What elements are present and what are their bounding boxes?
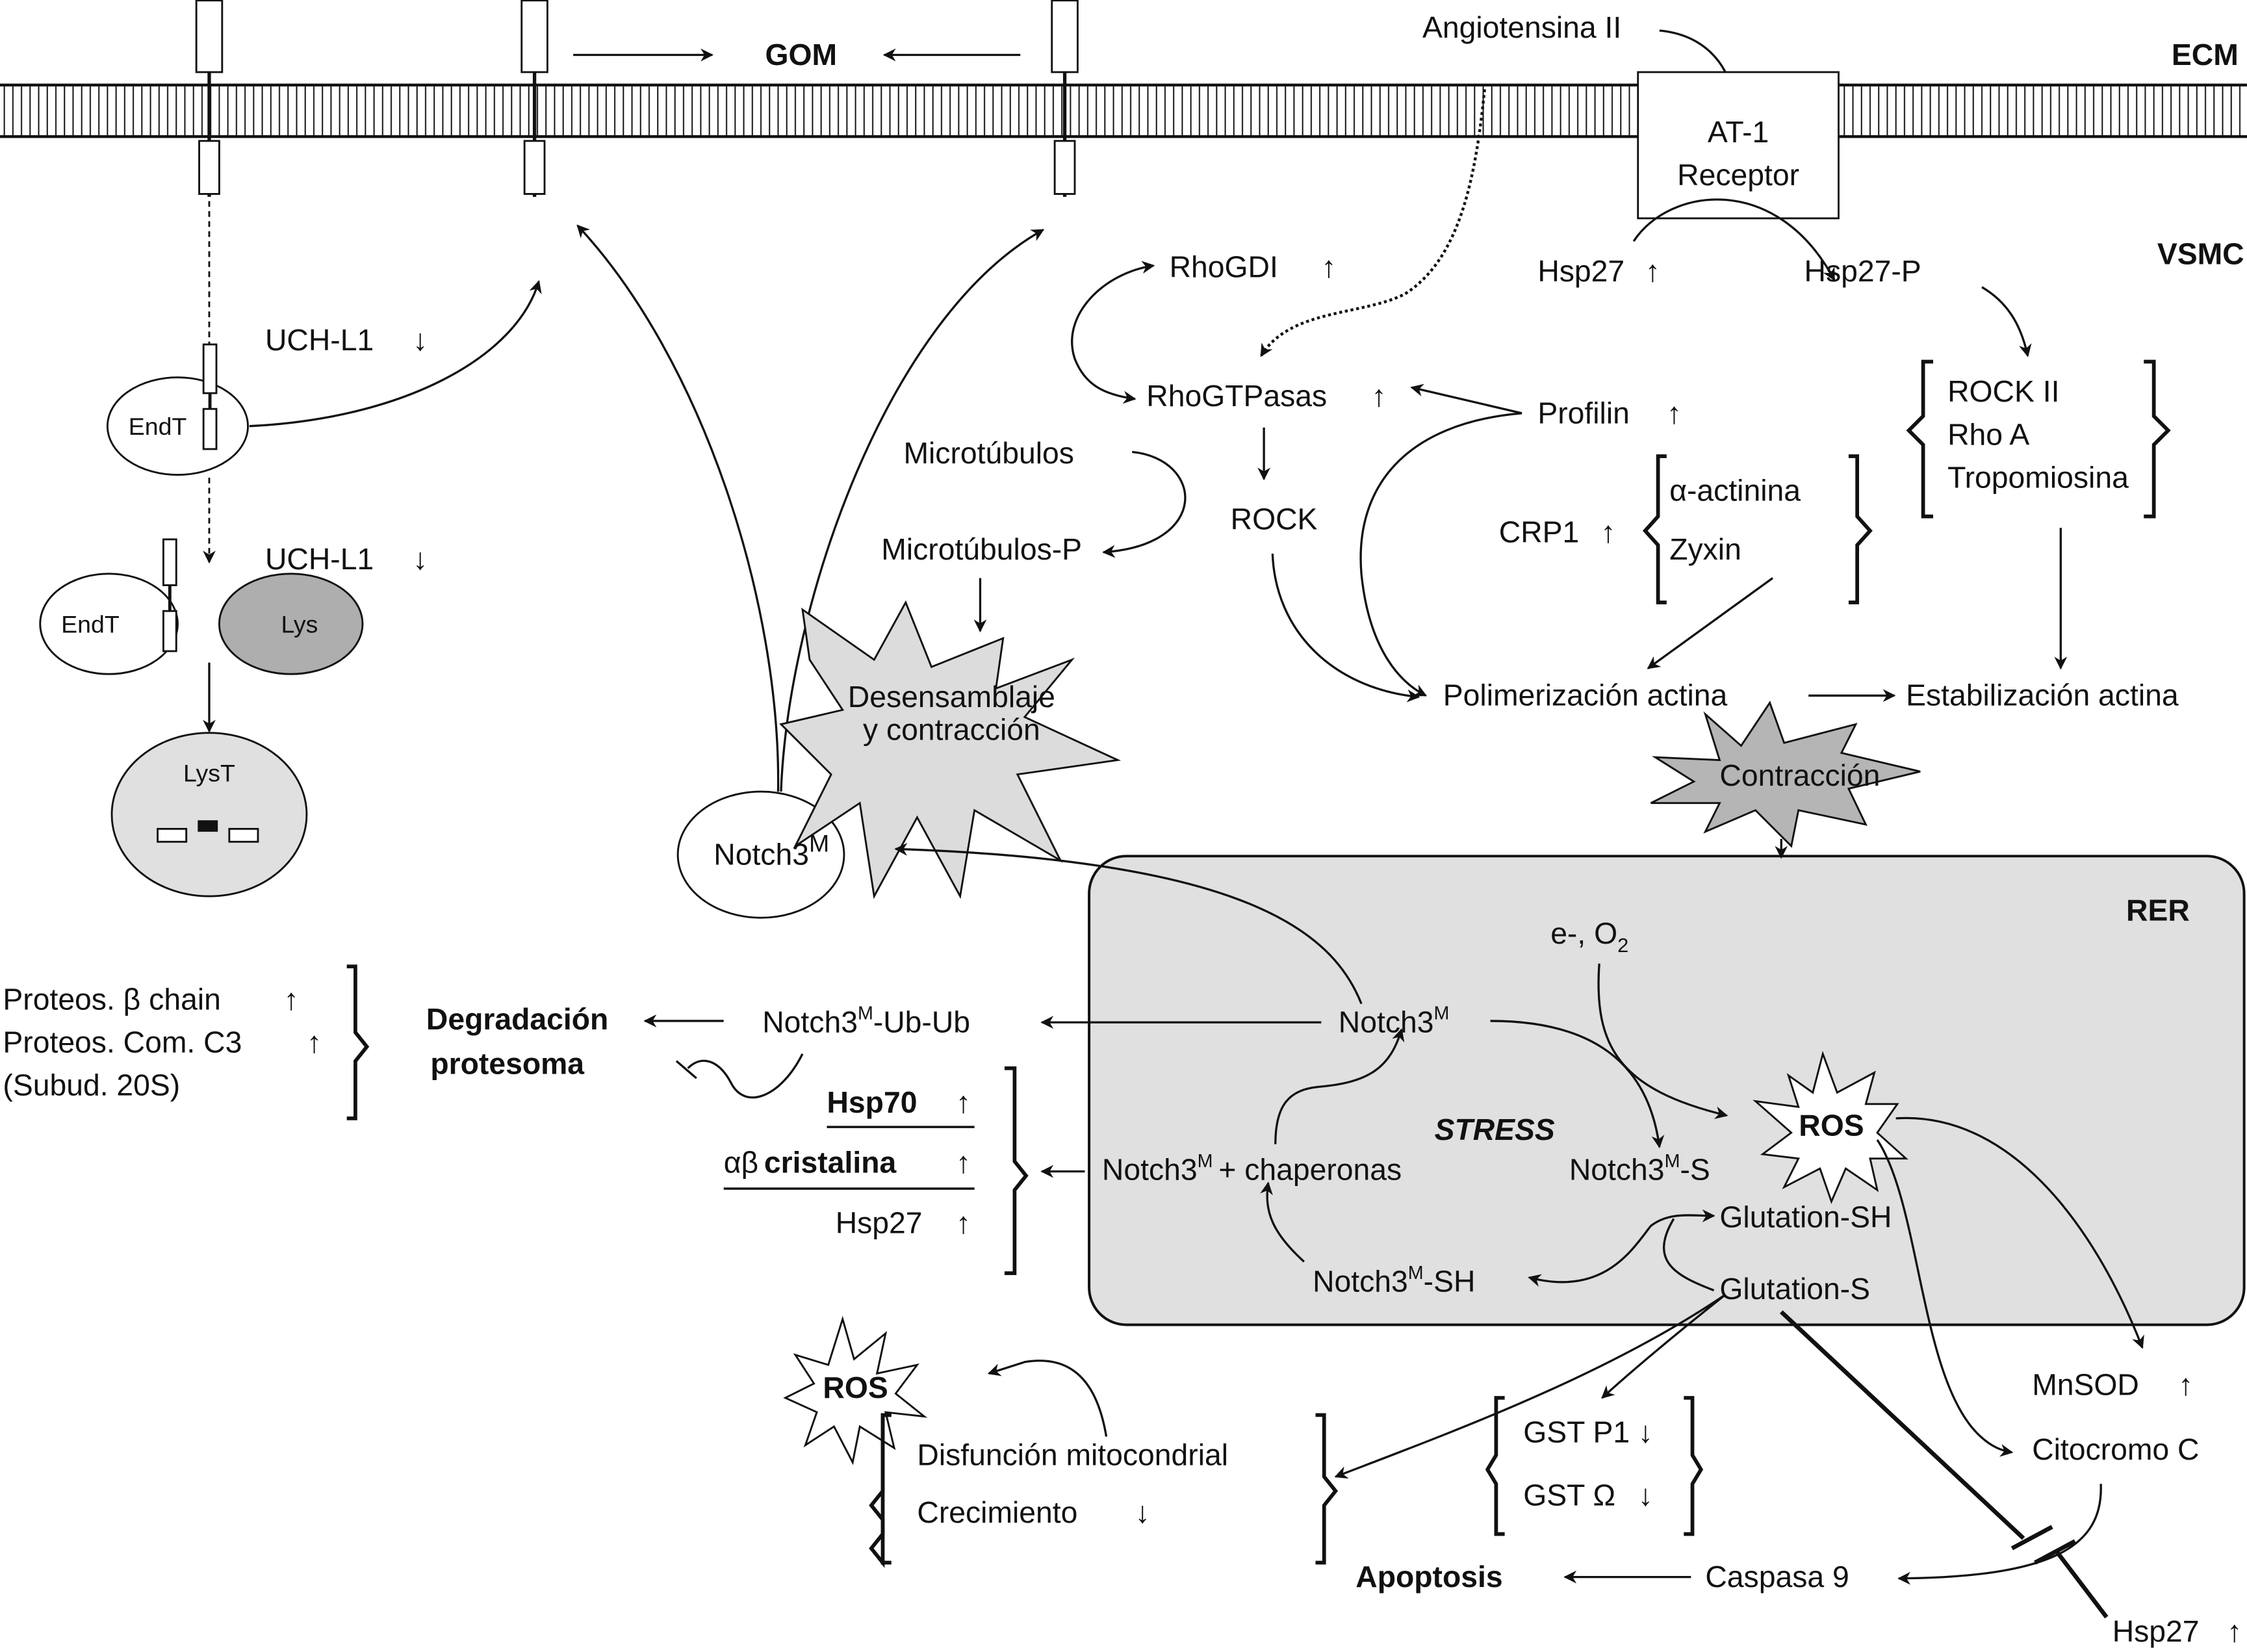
inhibition-bar-1	[2010, 1525, 2053, 1551]
up-arrow-icon: ↑	[1667, 396, 1682, 430]
up-arrow-icon: ↑	[1321, 250, 1336, 283]
notch-receptor-3	[1051, 0, 1079, 197]
angiotensina-ii-label: Angiotensina II	[1422, 10, 1621, 44]
electrons-o2-label: e-, O2	[1550, 916, 1628, 957]
lyst-label: LysT	[183, 760, 235, 787]
degradacion-label: Degradación	[426, 1002, 608, 1036]
gst-p1-label: GST P1	[1523, 1415, 1630, 1449]
ros-label-cyto: ROS	[823, 1371, 888, 1404]
estabilizacion-label: Estabilización actina	[1906, 678, 2179, 712]
up-arrow-icon: ↑	[2227, 1614, 2242, 1648]
receptor-label: Receptor	[1677, 158, 1799, 192]
inhibition-bar-2	[2034, 1539, 2076, 1565]
up-arrow-icon: ↑	[307, 1025, 322, 1059]
glutation-s-label: Glutation-S	[1719, 1272, 1870, 1306]
desensamblaje-burst: Desensamblaje y contracción	[779, 600, 1122, 899]
down-arrow-icon: ↓	[413, 323, 428, 357]
disfuncion-label: Disfunción mitocondrial	[917, 1438, 1228, 1472]
apoptosis-label: Apoptosis	[1355, 1560, 1502, 1594]
notch3m-er-label: Notch3M	[1339, 1003, 1450, 1039]
stress-label: STRESS	[1435, 1113, 1555, 1146]
tropomiosina-label: Tropomiosina	[1947, 461, 2129, 495]
notch3m-sh-label: Notch3M-SH	[1313, 1263, 1475, 1298]
lysosome-target: LysT	[110, 732, 308, 897]
up-arrow-icon: ↑	[1372, 379, 1387, 413]
notch3m-s-label: Notch3M-S	[1569, 1151, 1710, 1187]
hsp27-cyto-label: Hsp27	[1537, 254, 1624, 288]
contraccion-sublabel: y contracción	[863, 713, 1040, 747]
up-arrow-icon: ↑	[1600, 515, 1615, 549]
uchl1-label-a: UCH-L1	[265, 323, 374, 357]
notch3m-label: Notch3M	[713, 830, 829, 871]
contraccion-label: Contracción	[1719, 758, 1880, 792]
rho-a-label: Rho A	[1947, 417, 2029, 451]
notch3m-chaperonas-label: Notch3M+ chaperonas	[1102, 1151, 1402, 1187]
profilin-label: Profilin	[1537, 396, 1630, 430]
rhogdi-label: RhoGDI	[1170, 250, 1278, 283]
notch3m-cytoplasm: Notch3M	[676, 790, 845, 919]
down-arrow-icon: ↓	[1638, 1478, 1653, 1512]
citocromo-c-label: Citocromo C	[2032, 1432, 2199, 1466]
notch3m-ub-ub-label: Notch3M-Ub-Ub	[762, 1003, 970, 1039]
crp1-label: CRP1	[1499, 515, 1580, 549]
rer-label: RER	[2126, 894, 2190, 927]
uchl1-label-b: UCH-L1	[265, 542, 374, 576]
rer-compartment	[1088, 855, 2246, 1326]
lys-label: Lys	[281, 610, 318, 638]
gst-omega-label: GST Ω	[1523, 1478, 1615, 1512]
protesoma-label: protesoma	[430, 1047, 585, 1081]
alpha-actinina-label: α-actinina	[1669, 473, 1801, 507]
ros-label-er: ROS	[1799, 1108, 1864, 1142]
up-arrow-icon: ↑	[956, 1085, 971, 1119]
rock-label: ROCK	[1231, 502, 1318, 536]
contraccion-burst: Contracción	[1650, 701, 1921, 848]
crecimiento-label: Crecimiento	[917, 1495, 1077, 1529]
up-arrow-icon: ↑	[1645, 254, 1660, 288]
up-arrow-icon: ↑	[2178, 1368, 2193, 1402]
glutation-sh-label: Glutation-SH	[1719, 1200, 1892, 1234]
down-arrow-icon: ↓	[1638, 1415, 1653, 1449]
cell-membrane	[0, 83, 2247, 138]
at1-label: AT-1	[1708, 115, 1769, 149]
notch-receptor-2	[520, 0, 548, 197]
rock-ii-label: ROCK II	[1947, 374, 2059, 408]
ros-burst-er: ROS	[1753, 1050, 1908, 1204]
ros-burst-cyto: ROS	[783, 1315, 928, 1465]
lysosome: Lys	[218, 573, 364, 675]
rhogtpasas-label: RhoGTPasas	[1146, 379, 1327, 413]
up-arrow-icon: ↑	[284, 982, 299, 1016]
down-arrow-icon: ↓	[1135, 1495, 1150, 1529]
ecm-label: ECM	[2172, 38, 2239, 71]
vsmc-label: VSMC	[2157, 237, 2244, 271]
caspasa9-label: Caspasa 9	[1705, 1560, 1849, 1594]
endt-label-b: EndT	[61, 610, 120, 638]
endosome-1: EndT	[106, 343, 249, 476]
at1-receptor: AT-1 Receptor	[1637, 71, 1840, 220]
desensamblaje-label: Desensamblaje	[848, 680, 1055, 714]
polimerizacion-label: Polimerización actina	[1443, 678, 1728, 712]
hsp27p-label: Hsp27-P	[1804, 254, 1921, 288]
microtubulos-p-label: Microtúbulos-P	[881, 532, 1082, 566]
hsp27-inhibitor-label: Hsp27	[2112, 1614, 2200, 1648]
down-arrow-icon: ↓	[413, 542, 428, 576]
gom-label: GOM	[765, 38, 837, 71]
endosome-2: EndT	[39, 538, 179, 675]
hsp27-chaperone-label: Hsp27	[836, 1206, 923, 1239]
endt-label-a: EndT	[129, 413, 187, 440]
microtubulos-label: Microtúbulos	[903, 436, 1073, 470]
proteos-beta-chain-label: Proteos. β chain	[3, 982, 220, 1016]
mnsod-label: MnSOD	[2032, 1368, 2139, 1402]
zyxin-label: Zyxin	[1669, 532, 1741, 566]
notch-receptor-1	[195, 0, 224, 197]
up-arrow-icon: ↑	[956, 1206, 971, 1239]
subud-20s-label: (Subud. 20S)	[3, 1068, 180, 1102]
proteos-com-c3-label: Proteos. Com. C3	[3, 1025, 242, 1059]
up-arrow-icon: ↑	[956, 1146, 971, 1180]
hsp70-label: Hsp70	[827, 1085, 917, 1119]
